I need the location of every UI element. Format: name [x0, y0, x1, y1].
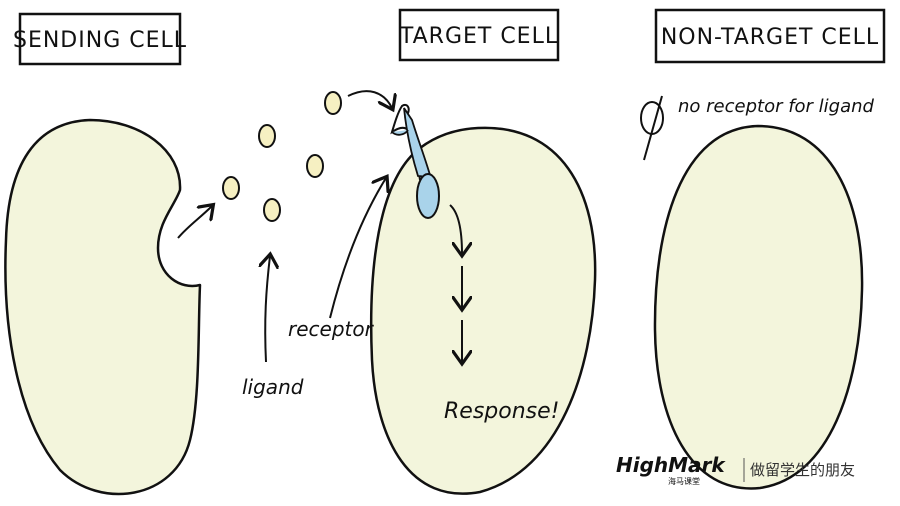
ligand-molecule	[258, 124, 276, 148]
arrow-ligand-label	[265, 256, 270, 363]
no-receptor-symbol	[640, 95, 664, 161]
ligand-label: ligand	[242, 375, 304, 399]
non-target-cell-title-box: NON-TARGET CELL	[654, 8, 886, 64]
response-label: Response!	[444, 399, 559, 424]
ligand-molecule	[263, 198, 281, 222]
watermark-logo-sub: 海马课堂	[668, 476, 700, 486]
receptor	[390, 104, 440, 219]
receptor-label: receptor	[288, 317, 375, 341]
target-cell	[369, 126, 597, 495]
watermark: HighMark 海马课堂 做留学生的朋友	[616, 453, 855, 486]
no-receptor-label: no receptor for ligand	[678, 96, 875, 117]
ligand-molecules	[222, 91, 342, 222]
arrow-secretion	[177, 206, 212, 239]
arrow-response-1	[449, 204, 462, 254]
non-target-cell	[653, 124, 864, 490]
arrow-ligand-to-receptor	[347, 90, 392, 108]
sending-cell	[4, 118, 202, 496]
sending-cell-title-box: SENDING CELL	[13, 12, 187, 66]
ligand-molecule	[222, 176, 240, 200]
target-cell-title-box: TARGET CELL	[398, 8, 560, 62]
sending-cell-title: SENDING CELL	[13, 28, 187, 53]
arrow-receptor-label	[329, 178, 386, 319]
watermark-logo: HighMark	[616, 453, 726, 477]
non-target-cell-title: NON-TARGET CELL	[661, 25, 879, 50]
ligand-molecule	[324, 91, 342, 115]
watermark-tagline: 做留学生的朋友	[750, 461, 855, 479]
ligand-molecule	[306, 154, 324, 178]
target-cell-title: TARGET CELL	[399, 24, 558, 49]
